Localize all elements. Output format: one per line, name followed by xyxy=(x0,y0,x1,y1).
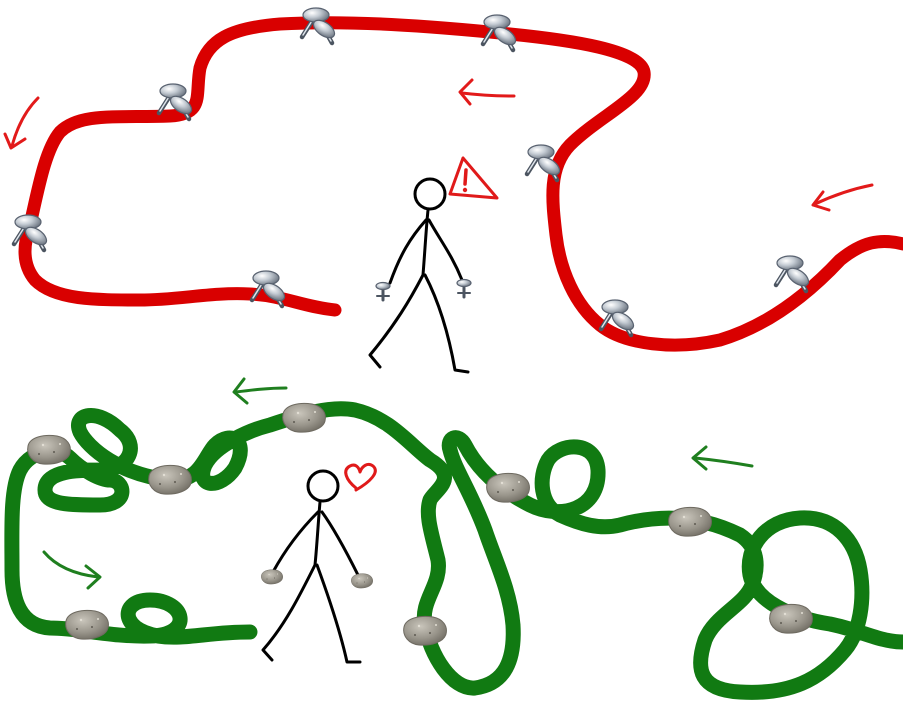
heart-icon xyxy=(344,462,377,492)
red-arrow-left xyxy=(3,96,40,150)
pebble-icon xyxy=(351,573,373,589)
nail-icon xyxy=(374,281,392,302)
stick-figure-top xyxy=(368,177,470,374)
pebble-icon xyxy=(65,609,109,640)
top-panel xyxy=(3,8,903,374)
pebble-icon xyxy=(27,434,71,465)
green-thread xyxy=(4,401,903,700)
bottom-panel xyxy=(4,377,903,700)
pebble-icon xyxy=(486,472,530,503)
warning-triangle-icon xyxy=(448,156,499,200)
pebble-icon xyxy=(282,402,326,433)
red-thread-left xyxy=(18,16,903,352)
green-arrow-left xyxy=(42,550,102,590)
stick-figure-bottom xyxy=(261,469,362,664)
pebble-icon xyxy=(403,615,447,646)
nail-icon xyxy=(455,278,473,299)
pebble-icon xyxy=(261,569,283,585)
pebble-icon xyxy=(769,603,813,634)
red-arrow-right xyxy=(811,183,874,212)
pebble-icon xyxy=(668,506,712,537)
nail-icon xyxy=(776,256,812,291)
pebble-icon xyxy=(148,464,192,495)
green-arrow-top xyxy=(232,377,288,405)
green-arrow-right xyxy=(691,445,754,471)
red-arrow-center xyxy=(458,78,516,106)
